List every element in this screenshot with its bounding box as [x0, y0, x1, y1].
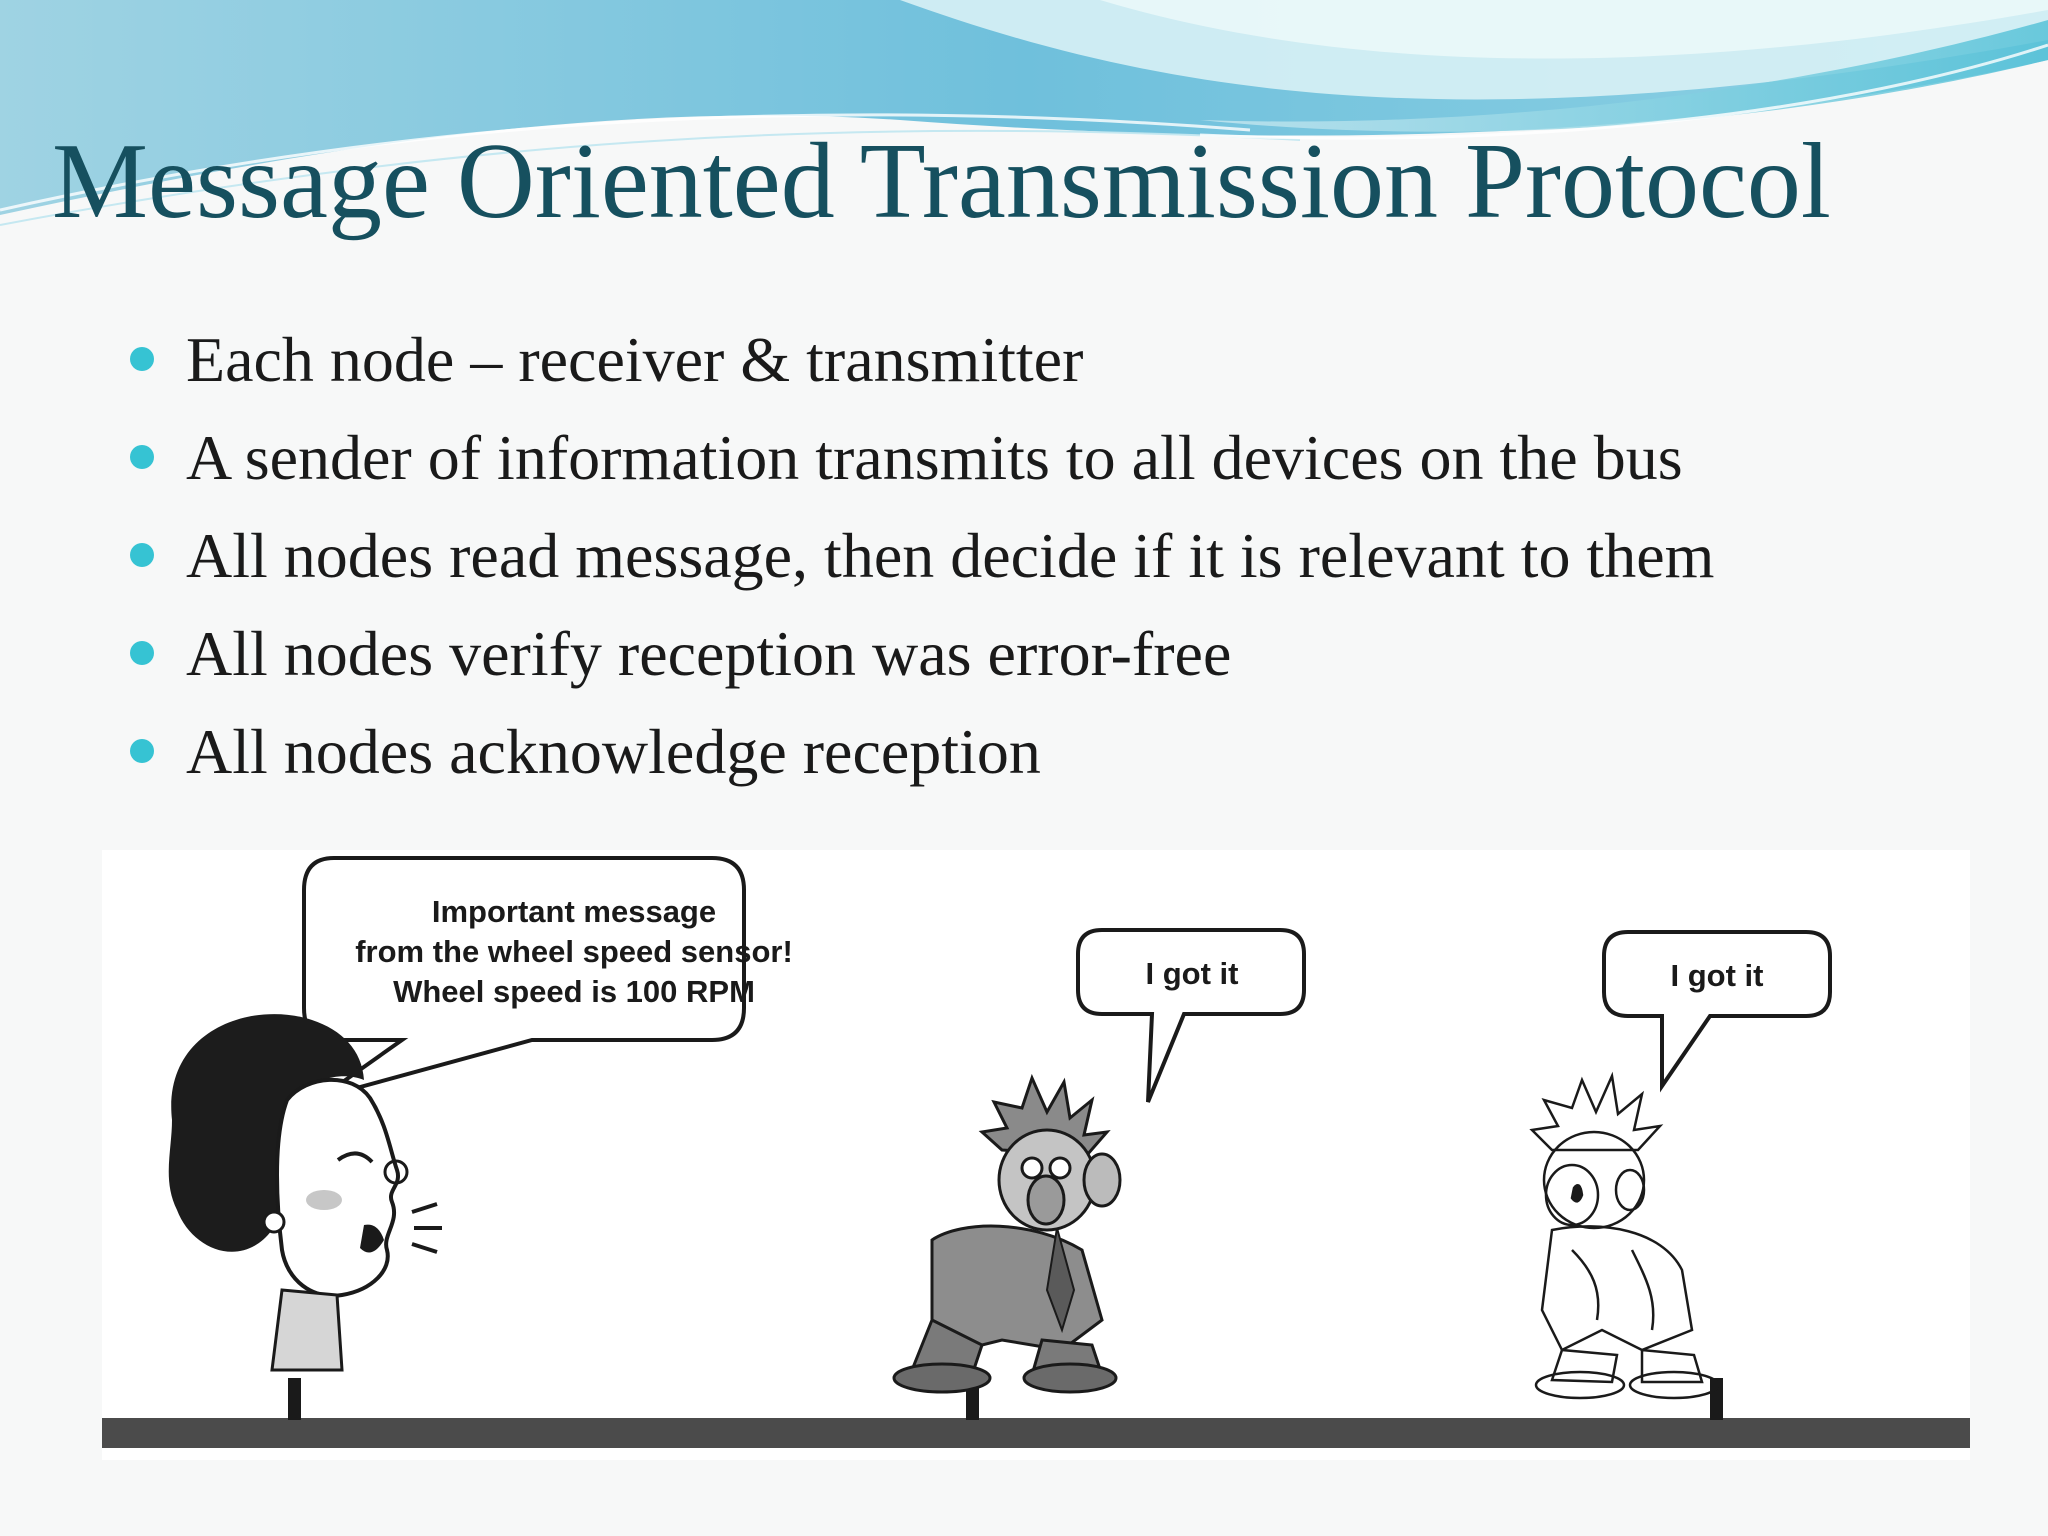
- can-bus-cartoon: Important message from the wheel speed s…: [102, 850, 1970, 1460]
- receiver-1-speech-bubble: I got it: [1076, 928, 1306, 1103]
- node-stub-sender: [288, 1378, 301, 1420]
- receiver-2-man-illustration: [1529, 1071, 1720, 1400]
- bullet-text: All nodes read message, then decide if i…: [186, 520, 1715, 591]
- bullet-dot-icon: [130, 641, 154, 665]
- bullet-dot-icon: [130, 543, 154, 567]
- bullet-text: All nodes verify reception was error-fre…: [186, 618, 1232, 689]
- header-wave-decoration: [0, 0, 2048, 226]
- sender-bubble-line-2: from the wheel speed sensor!: [355, 934, 793, 969]
- receiver-1-bubble-text: I got it: [1146, 956, 1239, 991]
- sender-bubble-line-3: Wheel speed is 100 RPM: [393, 974, 755, 1009]
- can-bus-line: [102, 1418, 1970, 1448]
- receiver-2-bubble-text: I got it: [1671, 958, 1764, 993]
- node-stub-receiver-2: [1710, 1378, 1723, 1420]
- bullet-text: All nodes acknowledge reception: [186, 716, 1041, 787]
- bullet-dot-icon: [130, 347, 154, 371]
- sender-bubble-line-1: Important message: [432, 894, 716, 929]
- bullet-text: A sender of information transmits to all…: [186, 422, 1683, 493]
- receiver-2-speech-bubble: I got it: [1602, 930, 1832, 1093]
- bullet-dot-icon: [130, 739, 154, 763]
- slide-title: Message Oriented Transmission Protocol: [52, 122, 1831, 241]
- receiver-1-man-illustration: [892, 1073, 1122, 1394]
- sender-speech-bubble: Important message from the wheel speed s…: [302, 856, 793, 1100]
- bullet-dot-icon: [130, 445, 154, 469]
- sender-woman-illustration: [168, 1014, 442, 1372]
- bullet-text: Each node – receiver & transmitter: [186, 324, 1084, 395]
